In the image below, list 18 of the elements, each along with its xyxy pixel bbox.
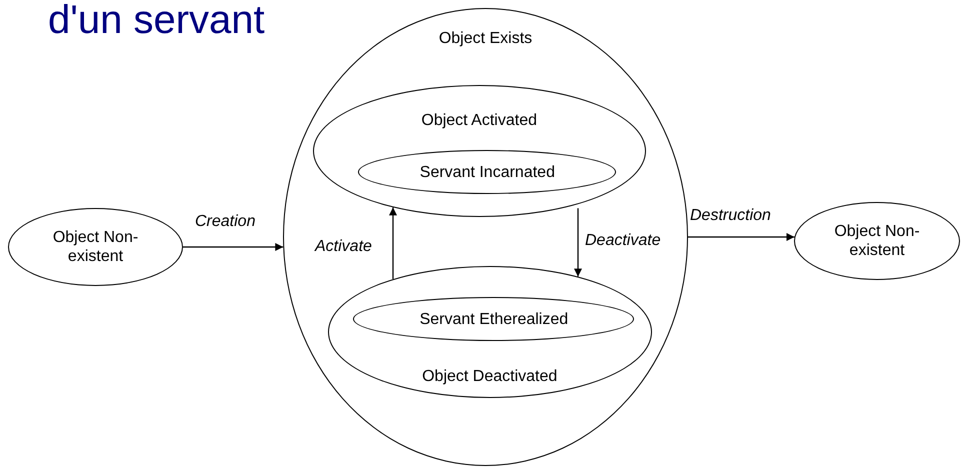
arrow	[183, 243, 284, 251]
state-ellipse	[8, 208, 183, 286]
arrow	[389, 207, 397, 280]
title: d'un servant	[48, 0, 265, 40]
state-ellipse	[794, 202, 960, 280]
state-ellipse	[358, 150, 616, 194]
state-label: Object Non-existent	[833, 222, 921, 260]
state-ellipse	[312, 84, 646, 217]
state-label: Object Exists	[438, 29, 532, 48]
state-label: Servant Incarnated	[420, 162, 555, 182]
state-ellipse	[328, 266, 652, 398]
state-label: Object Activated	[421, 110, 537, 130]
state-label: Object Non-existent	[52, 228, 140, 266]
state-label: Object Deactivated	[422, 366, 558, 386]
arrow	[574, 208, 582, 277]
arrow	[688, 233, 794, 241]
state-label: Servant Etherealized	[420, 310, 568, 329]
state-ellipse	[353, 297, 634, 342]
